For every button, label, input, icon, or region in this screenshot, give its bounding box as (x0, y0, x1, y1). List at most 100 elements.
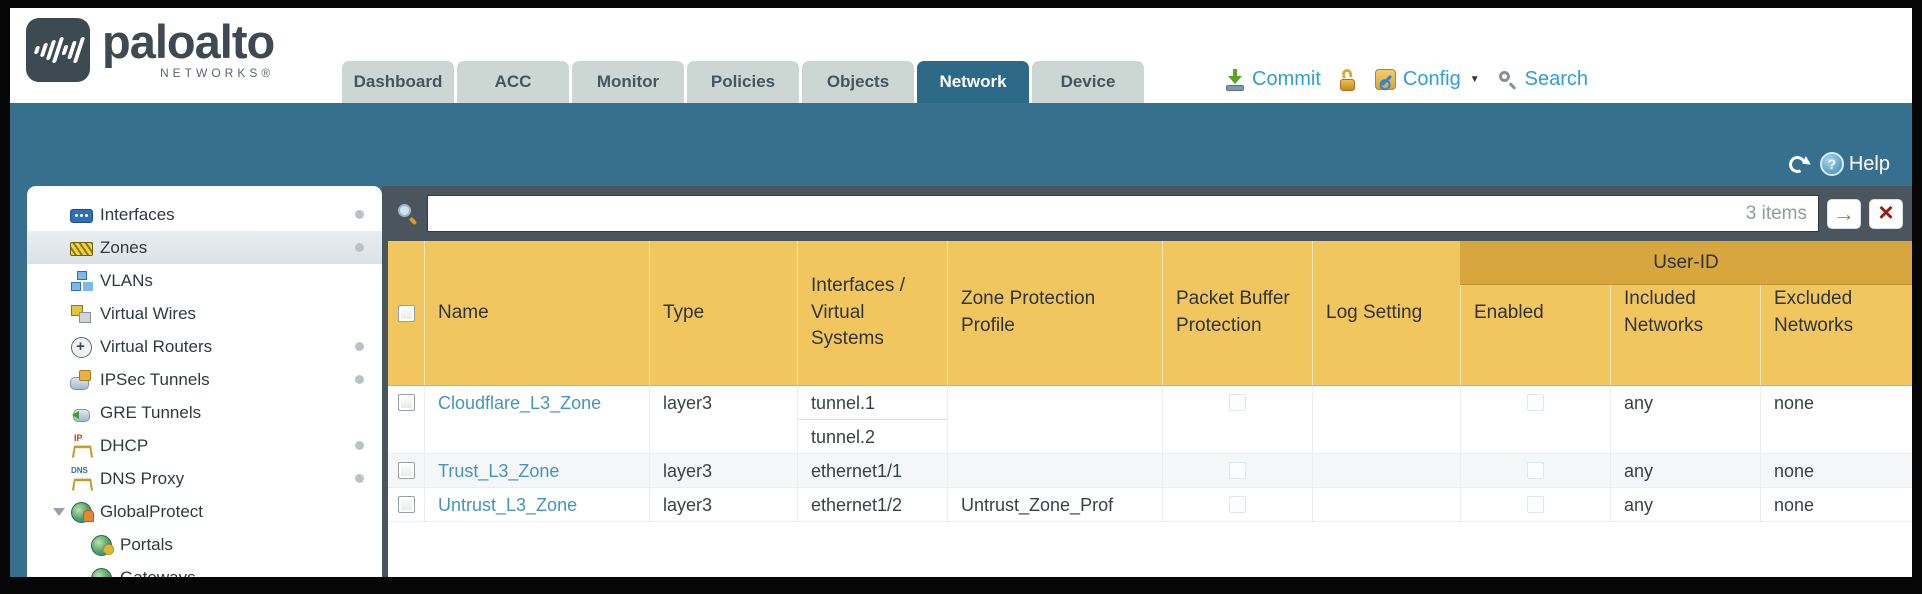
sidebar-item-label: DNS Proxy (100, 468, 185, 488)
brand-text: paloalto NETWORKS® (102, 15, 275, 80)
sidebar-item-label: Zones (100, 237, 148, 257)
status-dot (355, 474, 364, 483)
table-row: Cloudflare_L3_Zone layer3 tunnel.1 tunne… (388, 386, 1912, 454)
clear-filter-button[interactable]: × (1869, 197, 1903, 229)
excluded-networks: none (1760, 454, 1912, 487)
packet-buffer-protection-checkbox[interactable] (1229, 496, 1246, 513)
config-label: Config (1402, 68, 1461, 90)
tab-dashboard[interactable]: Dashboard (342, 61, 454, 103)
zone-type: layer3 (649, 454, 797, 487)
excluded-networks: none (1760, 386, 1912, 453)
help-button[interactable]: ? Help (1819, 152, 1890, 176)
packet-buffer-protection-checkbox[interactable] (1229, 462, 1246, 479)
lock-icon[interactable] (1339, 67, 1357, 91)
virtual-routers-icon (70, 336, 92, 358)
teal-banner: ? Help (10, 103, 1912, 186)
included-networks: any (1610, 488, 1760, 521)
globalprotect-icon (70, 501, 94, 523)
gre-tunnels-icon (70, 403, 92, 423)
user-id-enabled-checkbox[interactable] (1527, 496, 1544, 513)
refresh-icon[interactable] (1786, 153, 1809, 175)
left-gutter (10, 186, 27, 577)
portals-icon (90, 534, 114, 556)
brand-name: paloalto (102, 15, 275, 68)
sidebar-item-gateways[interactable]: Gateways (27, 561, 382, 577)
filter-searchbox: 3 items (427, 195, 1819, 232)
apply-filter-button[interactable]: → (1827, 198, 1861, 229)
tab-device[interactable]: Device (1032, 61, 1144, 103)
status-dot (355, 375, 364, 384)
help-icon: ? (1819, 152, 1844, 176)
zone-name-link[interactable]: Trust_L3_Zone (438, 461, 560, 481)
sidebar-item-globalprotect[interactable]: GlobalProtect (27, 495, 382, 528)
tab-objects[interactable]: Objects (802, 61, 914, 103)
sidebar-item-portals[interactable]: Portals (27, 528, 382, 561)
red-close-icon: × (1878, 197, 1894, 227)
column-header-name[interactable]: Name (424, 241, 649, 385)
items-count: 3 items (1745, 203, 1807, 224)
chevron-down-icon: ▼ (1469, 74, 1480, 85)
column-header-log-setting[interactable]: Log Setting (1312, 241, 1460, 385)
tab-network[interactable]: Network (917, 61, 1029, 103)
sidebar-item-label: Portals (120, 534, 173, 554)
packet-buffer-protection-checkbox[interactable] (1229, 394, 1246, 411)
row-checkbox[interactable] (397, 496, 415, 513)
row-checkbox[interactable] (397, 462, 415, 479)
included-networks: any (1610, 386, 1760, 453)
column-header-included-networks[interactable]: Included Networks (1610, 241, 1760, 385)
main-nav-tabs: Dashboard ACC Monitor Policies Objects N… (342, 61, 1147, 103)
column-header-excluded-networks[interactable]: Excluded Networks (1760, 241, 1912, 385)
column-header-packet-buffer-protection[interactable]: Packet Buffer Protection (1162, 241, 1312, 385)
commit-button[interactable]: Commit (1225, 68, 1321, 91)
sidebar-item-vlans[interactable]: VLANs (27, 264, 382, 297)
filter-input[interactable] (427, 195, 1819, 232)
tab-monitor[interactable]: Monitor (572, 61, 684, 103)
column-header-enabled[interactable]: Enabled (1460, 241, 1610, 385)
sidebar-item-dns-proxy[interactable]: DNS Proxy (27, 462, 382, 495)
interface-entry: tunnel.2 (811, 427, 876, 447)
user-id-group-header: User-ID (1460, 241, 1912, 285)
column-header-type[interactable]: Type (649, 241, 797, 385)
log-setting (1312, 488, 1460, 521)
sidebar: Interfaces Zones VLANs Virtual Wires (27, 186, 382, 577)
user-id-enabled-checkbox[interactable] (1527, 394, 1544, 411)
zone-name-link[interactable]: Cloudflare_L3_Zone (438, 393, 602, 413)
sidebar-item-dhcp[interactable]: DHCP (27, 429, 382, 462)
zone-name-link[interactable]: Untrust_L3_Zone (438, 495, 578, 515)
config-menu-button[interactable]: Config ▼ (1374, 68, 1480, 91)
zone-interfaces: ethernet1/2 (797, 488, 947, 521)
tab-policies[interactable]: Policies (687, 61, 799, 103)
search-label: Search (1524, 68, 1588, 90)
search-icon (1498, 70, 1518, 90)
zone-protection-profile (947, 386, 1162, 453)
zone-type: layer3 (649, 386, 797, 453)
select-all-checkbox[interactable] (397, 304, 415, 322)
ipsec-tunnels-icon (70, 369, 92, 390)
sidebar-item-ipsec-tunnels[interactable]: IPSec Tunnels (27, 363, 382, 396)
zone-protection-profile (947, 454, 1162, 487)
sidebar-item-zones[interactable]: Zones (27, 231, 382, 264)
sidebar-item-interfaces[interactable]: Interfaces (27, 198, 382, 231)
interfaces-icon (70, 205, 93, 225)
filter-toolbar: 3 items → × (388, 186, 1912, 241)
brand-subtitle: NETWORKS® (160, 66, 275, 80)
main-panel: 3 items → × Name Type Interfaces / Virtu… (388, 186, 1912, 577)
top-actions: Commit Config ▼ Search (1225, 67, 1588, 91)
commit-icon (1225, 68, 1245, 91)
paloalto-logo-icon (26, 18, 90, 82)
zone-type: layer3 (649, 488, 797, 521)
help-label: Help (1848, 152, 1890, 175)
sidebar-item-virtual-routers[interactable]: Virtual Routers (27, 330, 382, 363)
excluded-networks: none (1760, 488, 1912, 521)
column-header-zone-protection-profile[interactable]: Zone Protection Profile (947, 241, 1162, 385)
tab-acc[interactable]: ACC (457, 61, 569, 103)
row-checkbox[interactable] (397, 394, 415, 411)
user-id-enabled-checkbox[interactable] (1527, 462, 1544, 479)
search-button[interactable]: Search (1498, 68, 1588, 91)
expander-triangle-icon[interactable] (53, 507, 65, 516)
sidebar-item-gre-tunnels[interactable]: GRE Tunnels (27, 396, 382, 429)
sidebar-item-virtual-wires[interactable]: Virtual Wires (27, 297, 382, 330)
sidebar-item-label: Gateways (120, 567, 196, 578)
sidebar-item-label: Virtual Routers (100, 336, 213, 356)
column-header-interfaces[interactable]: Interfaces / Virtual Systems (797, 241, 947, 385)
